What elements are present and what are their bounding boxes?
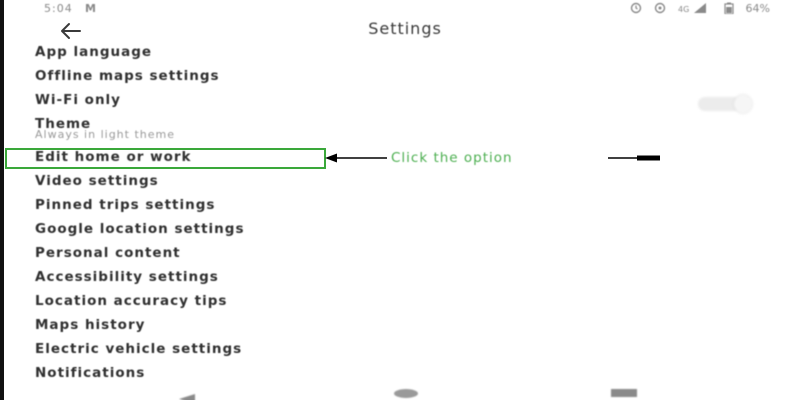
menu-item-edit-home-or-work[interactable]: Edit home or work	[35, 149, 192, 165]
status-bar: 5:04 M 4G 64%	[0, 0, 800, 18]
menu-item-offline-maps-settings[interactable]: Offline maps settings	[35, 68, 220, 84]
toggle-knob	[734, 95, 752, 113]
location-icon	[654, 2, 666, 17]
annotation-label: Click the option	[389, 150, 515, 166]
left-edge-bar	[0, 0, 4, 400]
battery-level: 64%	[745, 2, 770, 15]
menu-item-google-location-settings[interactable]: Google location settings	[35, 221, 245, 237]
status-icons: 4G 64%	[630, 2, 770, 17]
menu-item-personal-content[interactable]: Personal content	[35, 245, 181, 261]
nav-home-icon[interactable]	[394, 389, 418, 398]
nav-recents-icon[interactable]	[611, 389, 637, 397]
highlight-box	[5, 148, 326, 169]
menu-item-video-settings[interactable]: Video settings	[35, 173, 159, 189]
nav-back-icon[interactable]	[179, 389, 195, 400]
battery-icon	[723, 2, 734, 17]
menu-item-notifications[interactable]: Notifications	[35, 365, 146, 381]
menu-item-pinned-trips-settings[interactable]: Pinned trips settings	[35, 197, 216, 213]
back-arrow-icon[interactable]	[58, 20, 84, 42]
menu-item-theme-subtitle: Always in light theme	[35, 128, 175, 141]
sim-icon: M	[85, 2, 96, 15]
signal-icon: 4G	[678, 2, 712, 17]
menu-item-electric-vehicle-settings[interactable]: Electric vehicle settings	[35, 341, 243, 357]
menu-item-maps-history[interactable]: Maps history	[35, 317, 146, 333]
menu-item-location-accuracy-tips[interactable]: Location accuracy tips	[35, 293, 228, 309]
menu-item-accessibility-settings[interactable]: Accessibility settings	[35, 269, 219, 285]
menu-item-app-language[interactable]: App language	[35, 44, 153, 60]
page-title: Settings	[368, 19, 442, 38]
menu-item-wifi-only[interactable]: Wi-Fi only	[35, 92, 121, 108]
alarm-icon	[630, 2, 642, 17]
wifi-only-toggle[interactable]	[698, 95, 752, 113]
menu-item-theme[interactable]: Theme	[35, 116, 92, 132]
status-time: 5:04	[44, 2, 73, 15]
svg-text:4G: 4G	[678, 5, 689, 14]
annotation-arrow-icon	[325, 153, 660, 163]
system-nav-bar	[0, 384, 800, 400]
